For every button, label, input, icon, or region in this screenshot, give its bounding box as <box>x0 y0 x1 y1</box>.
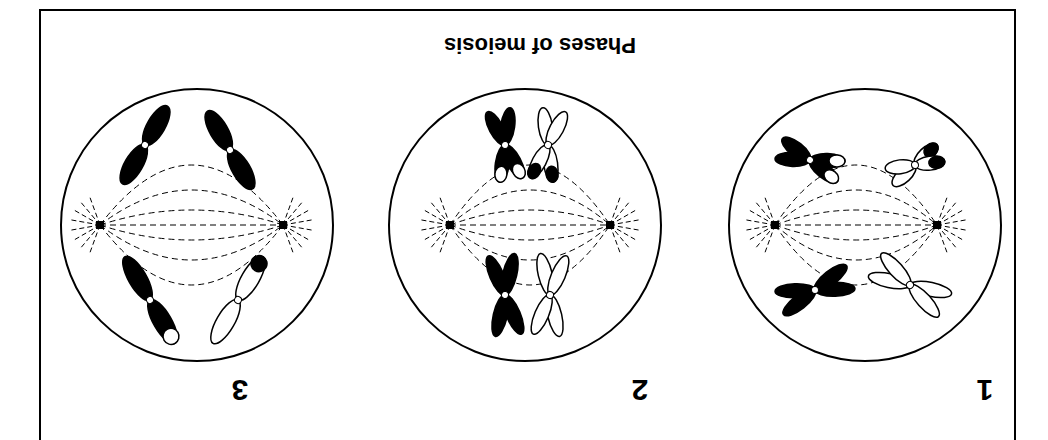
cell-outline <box>729 89 1001 361</box>
aster-ray <box>72 225 100 241</box>
aster-ray <box>68 219 100 225</box>
chromatid <box>778 133 842 187</box>
aster-ray <box>747 209 775 225</box>
centriole <box>446 221 454 229</box>
aster-ray <box>610 219 642 225</box>
spindle-fibre <box>775 190 937 225</box>
centriole <box>96 221 104 229</box>
spindle-fibre <box>450 225 610 285</box>
phase-number: 2 <box>632 373 649 407</box>
chromatid <box>867 269 953 300</box>
chromatid <box>884 154 945 175</box>
chromatid <box>117 252 183 348</box>
chromatid <box>205 252 271 348</box>
aster-ray <box>283 225 311 241</box>
chromatid <box>524 109 572 182</box>
spindle-fibre <box>100 225 283 240</box>
aster-ray <box>764 225 775 255</box>
aster-ray <box>937 225 948 255</box>
chromatid <box>115 102 176 189</box>
chromatid <box>876 249 943 322</box>
chromosomes <box>115 102 953 348</box>
chromatid <box>527 253 573 337</box>
aster-ray <box>283 225 294 255</box>
spindle-fibre <box>450 190 610 225</box>
chromatid <box>493 107 517 183</box>
aster-ray <box>72 209 100 225</box>
aster-ray <box>937 219 969 225</box>
aster-ray <box>937 225 969 231</box>
aster-ray <box>422 225 450 241</box>
spindle-fibre <box>450 225 610 226</box>
phase-number: 1 <box>977 373 994 407</box>
centriole <box>606 221 614 229</box>
aster-ray <box>610 225 638 241</box>
aster-ray <box>937 195 948 225</box>
spindle-fibre <box>775 225 937 260</box>
aster-ray <box>743 225 775 231</box>
aster-ray <box>439 225 450 255</box>
spindle-fibre <box>100 190 283 225</box>
cells <box>61 89 1001 361</box>
figure-title: Phases of meiosis <box>444 32 636 58</box>
aster-ray <box>610 195 621 225</box>
chromatid <box>200 107 261 194</box>
spindle-fibre <box>450 210 610 225</box>
spindle-fibre <box>100 225 283 226</box>
aster-ray <box>937 209 965 225</box>
aster-ray <box>764 195 775 225</box>
spindle-fibre <box>450 225 610 240</box>
spindle-fibre <box>775 210 937 225</box>
aster-ray <box>743 219 775 225</box>
aster-ray <box>283 225 315 231</box>
aster-ray <box>418 219 450 225</box>
spindle-fibre <box>100 210 283 225</box>
aster-ray <box>610 225 642 231</box>
aster-ray <box>68 225 100 231</box>
spindle-fibre <box>100 225 283 260</box>
aster-ray <box>610 209 638 225</box>
aster-ray <box>283 209 311 225</box>
aster-ray <box>283 195 294 225</box>
aster-ray <box>418 225 450 231</box>
aster-ray <box>937 225 965 241</box>
frame <box>40 10 1015 440</box>
spindle-fibre <box>775 225 937 240</box>
aster-ray <box>283 219 315 225</box>
chromatid <box>775 282 855 299</box>
aster-ray <box>439 195 450 225</box>
centriole <box>933 221 941 229</box>
centriole <box>771 221 779 229</box>
spindle-fibre <box>775 225 937 226</box>
aster-ray <box>747 225 775 241</box>
aster-ray <box>89 195 100 225</box>
centriole <box>279 221 287 229</box>
spindle-fibre <box>450 225 610 260</box>
aster-ray <box>89 225 100 255</box>
aster-ray <box>422 209 450 225</box>
cell-outline <box>61 89 333 361</box>
aster-ray <box>610 225 621 255</box>
chromatid <box>489 252 522 338</box>
phase-number: 3 <box>232 373 249 407</box>
spindle-fibre <box>775 225 937 285</box>
cell-outline <box>389 89 661 361</box>
